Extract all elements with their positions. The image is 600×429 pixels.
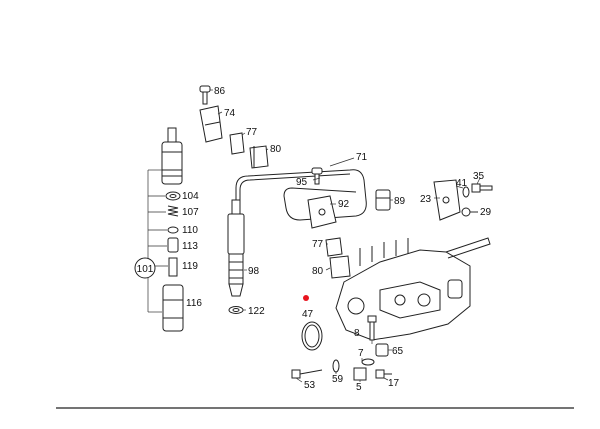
callout-7: 7 <box>358 348 364 359</box>
clamp-74 <box>199 105 223 143</box>
callout-80: 80 <box>270 144 282 155</box>
screw-17 <box>375 369 392 379</box>
nozzle-nut-116 <box>162 284 184 332</box>
nozzle-119 <box>168 257 178 277</box>
nut-5 <box>353 367 367 381</box>
screw-86 <box>199 85 211 105</box>
callout-17: 17 <box>388 378 400 389</box>
callout-113: 113 <box>182 241 198 252</box>
pin-113 <box>167 237 179 253</box>
bracket-23 <box>433 179 461 221</box>
callout-35: 35 <box>473 171 485 182</box>
callout-86: 86 <box>214 86 226 97</box>
injector-98 <box>227 199 245 297</box>
callout-104: 104 <box>182 191 199 202</box>
callout-59: 59 <box>332 374 344 385</box>
bracket-92 <box>307 195 337 229</box>
leader-lines <box>210 89 481 383</box>
callout-8: 8 <box>354 328 360 339</box>
nozzle-holder-top <box>161 127 183 185</box>
callout-23: 23 <box>420 194 432 205</box>
callout-53: 53 <box>304 380 316 391</box>
washer-122 <box>228 306 244 314</box>
washer-59 <box>332 359 340 373</box>
callout-65: 65 <box>392 346 404 357</box>
callout-110: 110 <box>182 225 198 236</box>
clip-77-lower <box>325 237 343 257</box>
callout-80-lower: 80 <box>312 266 324 277</box>
callout-41: 41 <box>456 178 468 189</box>
callout-5: 5 <box>356 382 362 393</box>
clip-80-lower <box>329 255 351 279</box>
clip-80-top <box>249 145 269 169</box>
callout-71: 71 <box>356 152 368 163</box>
callout-92: 92 <box>338 199 350 210</box>
bolt-53 <box>291 369 323 379</box>
seal-washer-104 <box>165 191 181 201</box>
shim-110 <box>167 226 179 234</box>
clip-77-top <box>229 132 245 155</box>
callout-77-lower: 77 <box>312 239 324 250</box>
callout-122: 122 <box>248 306 265 317</box>
callout-119: 119 <box>182 261 198 272</box>
spring-107 <box>167 205 179 217</box>
callout-29: 29 <box>480 207 492 218</box>
callout-labels: 86 74 77 80 71 95 92 89 41 35 23 29 104 … <box>137 86 492 393</box>
fuel-line-71 <box>235 169 367 221</box>
washer-7 <box>361 358 375 366</box>
callout-circle-101 <box>134 257 156 279</box>
bolt-35 <box>471 183 493 193</box>
callout-95: 95 <box>296 177 308 188</box>
injection-pump <box>335 237 491 341</box>
callout-107: 107 <box>182 207 199 218</box>
callout-47: 47 <box>302 309 314 320</box>
clip-89 <box>375 189 391 211</box>
red-marker-dot <box>303 295 309 301</box>
callout-98: 98 <box>248 266 260 277</box>
o-ring-47 <box>301 321 323 351</box>
callout-77: 77 <box>246 127 258 138</box>
washer-41 <box>462 186 470 198</box>
callout-101: 101 <box>137 264 154 275</box>
callout-116: 116 <box>186 298 202 309</box>
fitting-65 <box>375 343 389 357</box>
callout-74: 74 <box>224 108 236 119</box>
callout-89: 89 <box>394 196 406 207</box>
